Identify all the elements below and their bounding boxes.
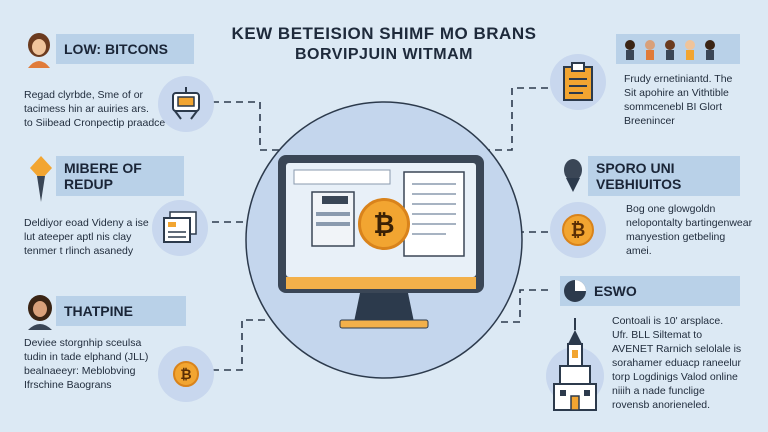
bitcoin-coin-icon-right: ₿ [562,214,594,246]
right-text-2: Bog one glowgoldn nelopontalty bartingen… [626,203,753,257]
left-label-3: THATPINE [56,296,186,326]
right-label-2: SPORO UNI VEBHIUITOS [588,156,740,196]
bird-icon [560,158,586,192]
tower-building-icon [546,316,604,416]
left-label-2: MIBERE OF REDUP [56,156,184,196]
right-text-3: Contoali is 10' arsplace. Ufr. BLL Silte… [612,315,742,411]
right-label-1 [616,34,740,64]
bitcoin-coin-icon: ₿ [173,361,199,387]
left-text-2: Deldiyor eoad Videny a ise lut ateeper a… [24,217,149,257]
left-label-1: LOW: BITCONS [56,34,194,64]
left-icon-2-wrap [152,200,208,256]
left-icon-3-wrap: ₿ [158,346,214,402]
left-text-1: Regad clyrbde, Sme of or tacimess hin ar… [24,89,166,129]
diagram-title: KEW BETEISION SHIMF MO BRANS [231,24,537,43]
robot-wallet-icon [172,87,200,120]
right-label-3: ESWO [560,276,740,306]
center-bitcoin-icon: ₿ [358,198,410,250]
avatar-person-icon [24,294,56,330]
people-group-icon [625,40,715,60]
avatar-woman-icon [24,32,54,68]
clipboard-icon [563,62,593,101]
right-icon-2-wrap: ₿ [550,202,606,258]
connector-left-1 [212,101,305,151]
document-stack-icon [163,211,197,243]
left-icon-1-wrap [158,76,214,132]
right-icon-1-wrap [550,54,606,110]
pie-chart-icon [564,280,586,302]
connector-right-1 [482,87,548,151]
center-bitcoin-symbol: ₿ [373,209,395,240]
connector-left-3 [212,319,268,371]
connector-right-3 [498,289,548,323]
left-text-3: Deviee storgnhip sceulsa tudin in tade e… [24,337,149,391]
diagram-subtitle: BORVIPJUIN WITMAM [295,46,473,63]
right-text-1: Frudy ernetiniantd. The Sit apohire an V… [624,73,733,127]
pen-arrow-icon [28,156,54,204]
